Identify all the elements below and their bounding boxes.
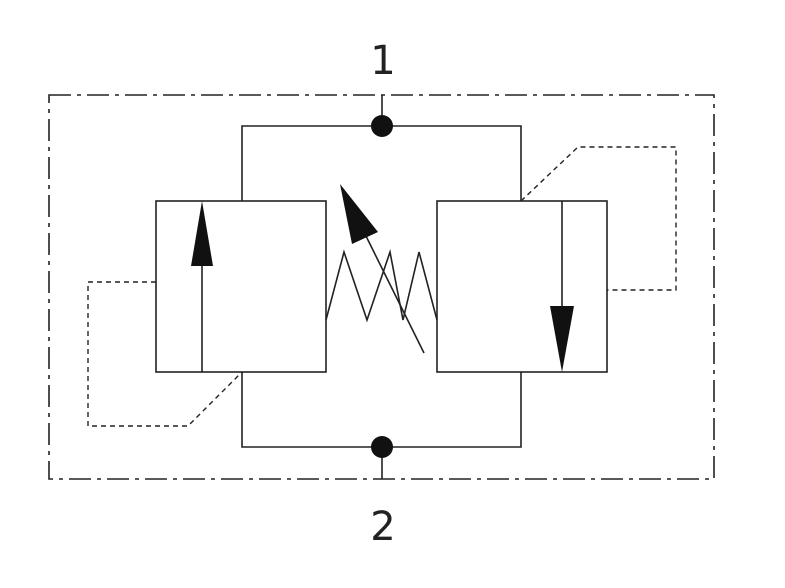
left-flow-arrow-up [191, 201, 213, 266]
port-1-label: 1 [370, 38, 395, 84]
enclosure-boundary [48, 94, 715, 480]
bottom-connection-line [241, 372, 522, 448]
adjustment-arrow-line [362, 229, 425, 354]
right-valve-box [436, 200, 608, 373]
port-2-label: 2 [370, 504, 395, 550]
junction-dot-top [371, 115, 393, 137]
right-pilot-line [520, 146, 677, 291]
top-connection-line [241, 125, 522, 201]
adjustment-arrow-head [340, 184, 378, 244]
right-flow-arrow-down [550, 306, 574, 372]
left-valve-box [155, 200, 327, 373]
left-pilot-line [87, 281, 243, 427]
spring-icon [325, 248, 438, 323]
junction-dot-bottom [371, 436, 393, 458]
